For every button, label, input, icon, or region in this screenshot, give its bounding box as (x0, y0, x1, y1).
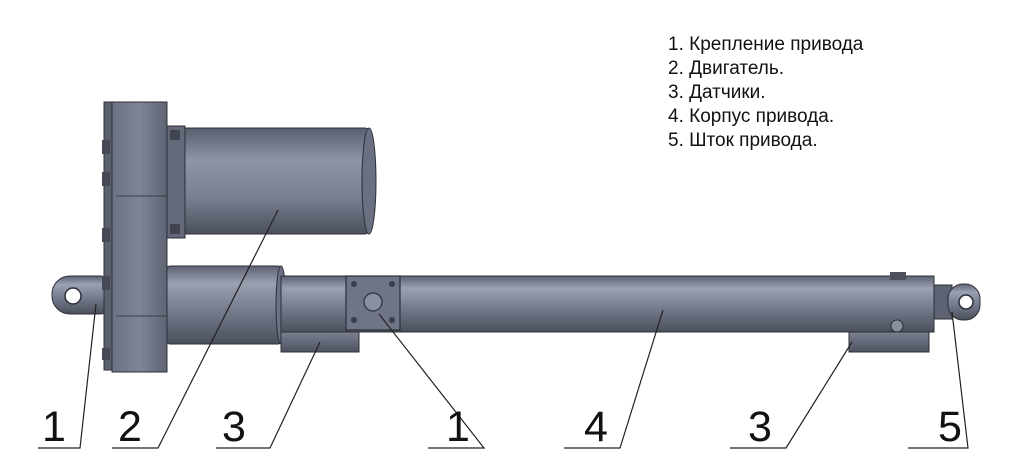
actuator-rod (933, 283, 981, 321)
callout-sensor-right: 3 (748, 403, 772, 451)
parts-legend: 1. Крепление привода 2. Двигатель. 3. Да… (668, 33, 863, 153)
sensor-right-block (848, 319, 930, 353)
leader-motor (112, 209, 279, 449)
leader-lines (38, 209, 969, 449)
callout-mount-left: 1 (42, 403, 66, 451)
callout-mount-middle: 1 (446, 403, 470, 451)
leader-mount-middle (378, 313, 486, 449)
legend-item-motor: 2. Двигатель. (668, 58, 785, 79)
legend-item-mount: 1. Крепление привода (668, 34, 864, 55)
legend-item-housing: 4. Корпус привода. (668, 106, 835, 127)
leader-sensor-left (216, 341, 321, 449)
drive-tube (166, 265, 287, 345)
callout-body: 4 (584, 403, 608, 451)
middle-mount-plate (345, 275, 401, 331)
leader-rod (908, 311, 969, 449)
gearbox-housing (102, 101, 168, 373)
leader-sensor-right (730, 341, 853, 449)
leader-mount-left (38, 303, 97, 449)
leader-body (564, 309, 664, 449)
callout-motor: 2 (118, 403, 142, 451)
legend-item-sensors: 3. Датчики. (668, 82, 766, 103)
callout-sensor-left: 3 (222, 403, 246, 451)
motor-body (166, 125, 377, 239)
callout-rod: 5 (938, 403, 962, 451)
legend-item-rod: 5. Шток привода. (668, 130, 818, 151)
